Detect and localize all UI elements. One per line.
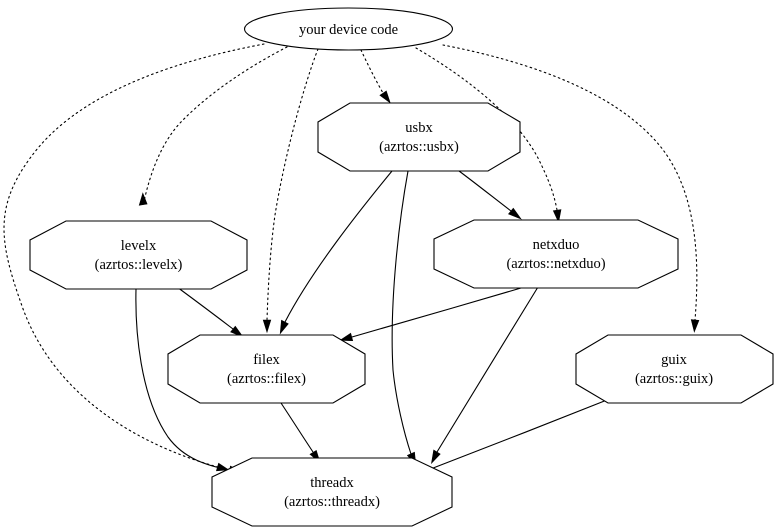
- node-netxduo[interactable]: netxduo (azrtos::netxduo): [433, 219, 679, 289]
- edge-netxduo-to-threadx: [431, 286, 539, 465]
- node-label-filex-namespace: (azrtos::filex): [227, 371, 306, 387]
- node-label-threadx-namespace: (azrtos::threadx): [284, 494, 380, 510]
- node-label-filex-name: filex: [253, 352, 280, 368]
- node-label-usbx-namespace: (azrtos::usbx): [379, 139, 459, 155]
- edge-device-to-usbx: [360, 49, 391, 104]
- node-filex[interactable]: filex (azrtos::filex): [167, 334, 366, 404]
- node-shape-octagon: [317, 102, 521, 172]
- node-shape-octagon: [167, 334, 366, 404]
- node-usbx[interactable]: usbx (azrtos::usbx): [317, 102, 521, 172]
- node-shape-octagon: [433, 219, 679, 289]
- node-label-levelx-namespace: (azrtos::levelx): [95, 257, 183, 273]
- node-label-threadx-name: threadx: [310, 475, 354, 491]
- node-label-guix-namespace: (azrtos::guix): [635, 371, 713, 387]
- edge-device-to-levelx: [138, 46, 288, 207]
- node-label-netxduo-name: netxduo: [533, 237, 580, 253]
- edge-usbx-to-netxduo: [454, 167, 522, 220]
- edge-guix-to-threadx: [415, 397, 613, 475]
- edge-usbx-to-threadx: [391, 170, 417, 466]
- node-label-usbx-name: usbx: [405, 120, 433, 136]
- edge-usbx-to-filex: [279, 170, 393, 335]
- node-levelx[interactable]: levelx (azrtos::levelx): [29, 220, 248, 290]
- node-label-guix-name: guix: [661, 352, 688, 368]
- edge-filex-to-threadx: [280, 402, 321, 464]
- node-shape-octagon: [211, 457, 453, 527]
- node-layer: your device code usbx (azrtos::usbx) lev…: [29, 7, 774, 527]
- node-guix[interactable]: guix (azrtos::guix): [575, 334, 774, 404]
- node-threadx[interactable]: threadx (azrtos::threadx): [211, 457, 453, 527]
- edge-levelx-to-filex: [176, 286, 244, 338]
- node-label-netxduo-namespace: (azrtos::netxduo): [506, 256, 605, 272]
- edge-netxduo-to-filex: [339, 287, 522, 342]
- edge-device-to-guix: [442, 44, 700, 333]
- node-shape-octagon: [575, 334, 774, 404]
- node-shape-ellipse: [243, 7, 454, 51]
- node-your-device-code[interactable]: your device code: [243, 7, 454, 51]
- node-label-your-device-code: your device code: [299, 22, 398, 38]
- edge-layer: [3, 43, 700, 475]
- edge-device-to-netxduo: [415, 47, 562, 224]
- node-label-levelx-name: levelx: [121, 238, 157, 254]
- edge-device-to-filex: [262, 48, 319, 334]
- node-shape-octagon: [29, 220, 248, 290]
